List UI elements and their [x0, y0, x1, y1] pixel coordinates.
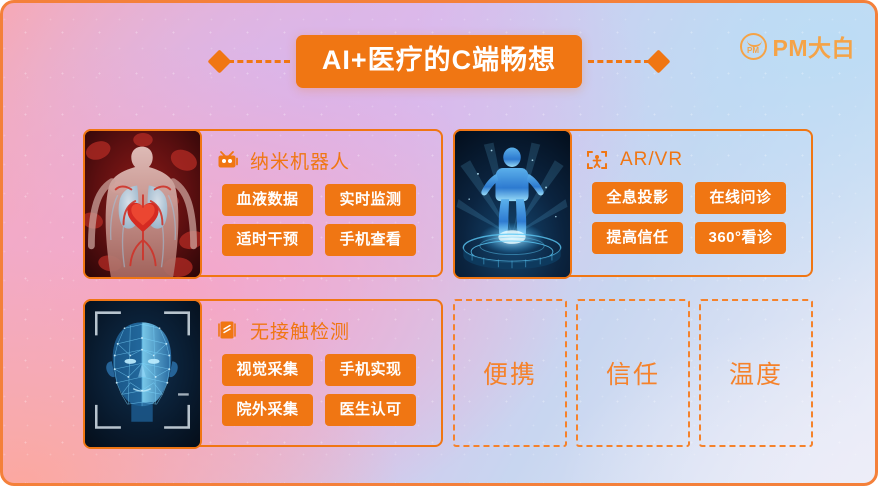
- card-title: 无接触检测: [250, 321, 351, 343]
- card-body: AR/VR 全息投影 在线问诊 提高信任 360°看诊: [585, 149, 811, 254]
- card-header: 纳米机器人: [215, 147, 441, 174]
- face-scan-wireframe-image: [83, 299, 202, 449]
- tag-item[interactable]: 提高信任: [592, 222, 683, 254]
- card-nano-robot[interactable]: 纳米机器人 血液数据 实时监测 适时干预 手机查看: [83, 129, 443, 279]
- card-contactless-detection[interactable]: 无接触检测 视觉采集 手机实现 院外采集 医生认可: [83, 299, 443, 449]
- card-title: AR/VR: [620, 149, 684, 170]
- card-header: 无接触检测: [215, 317, 441, 344]
- page-header: AI+医疗的C端畅想: [3, 31, 875, 91]
- value-boxes: 便携 信任 温度: [453, 299, 813, 447]
- brand-name: PM大白: [772, 35, 855, 61]
- tag-list: 血液数据 实时监测 适时干预 手机查看: [215, 183, 441, 256]
- value-box-trust[interactable]: 信任: [576, 299, 690, 447]
- tag-item[interactable]: 实时监测: [325, 183, 416, 216]
- diamond-icon-right: [646, 48, 671, 74]
- tag-item[interactable]: 手机查看: [325, 223, 416, 256]
- card-ar-vr[interactable]: AR/VR 全息投影 在线问诊 提高信任 360°看诊: [453, 129, 813, 279]
- tag-item[interactable]: 360°看诊: [695, 222, 786, 254]
- tag-list: 全息投影 在线问诊 提高信任 360°看诊: [585, 182, 811, 254]
- page-title: AI+医疗的C端畅想: [295, 34, 583, 88]
- tag-item[interactable]: 全息投影: [592, 182, 683, 214]
- pm-badge-text: PM: [747, 45, 759, 55]
- smile-arc: [746, 40, 762, 47]
- tag-item[interactable]: 适时干预: [222, 223, 313, 256]
- value-box-label: 信任: [605, 361, 660, 389]
- robot-tv-icon: [215, 148, 239, 172]
- cards-grid: 纳米机器人 血液数据 实时监测 适时干预 手机查看: [83, 129, 823, 449]
- value-box-portability[interactable]: 便携: [453, 299, 567, 447]
- anatomy-circulatory-image: [83, 129, 202, 279]
- tag-list: 视觉采集 手机实现 院外采集 医生认可: [215, 353, 441, 426]
- card-body: 无接触检测 视觉采集 手机实现 院外采集 医生认可: [215, 321, 441, 426]
- tag-item[interactable]: 院外采集: [222, 393, 313, 426]
- tag-item[interactable]: 视觉采集: [222, 353, 313, 386]
- tag-item[interactable]: 血液数据: [222, 183, 313, 216]
- tag-item[interactable]: 医生认可: [325, 393, 416, 426]
- value-box-label: 温度: [728, 361, 783, 389]
- card-body: 纳米机器人 血液数据 实时监测 适时干预 手机查看: [215, 151, 441, 256]
- tag-item[interactable]: 手机实现: [325, 353, 416, 386]
- card-title: 纳米机器人: [250, 151, 351, 173]
- card-header: AR/VR: [585, 148, 811, 172]
- tag-item[interactable]: 在线问诊: [695, 182, 786, 214]
- diamond-icon-left: [207, 48, 232, 74]
- notepad-icon: [215, 318, 239, 342]
- brand-logo: PM PM大白: [739, 29, 856, 63]
- dashed-rule-right: [588, 59, 651, 63]
- hologram-figure-image: [453, 129, 572, 279]
- person-scan-frame-icon: [585, 148, 609, 172]
- dashed-rule-left: [227, 59, 290, 63]
- pm-badge-icon: PM: [739, 32, 767, 60]
- value-box-label: 便携: [482, 361, 537, 389]
- value-box-warmth[interactable]: 温度: [699, 299, 813, 447]
